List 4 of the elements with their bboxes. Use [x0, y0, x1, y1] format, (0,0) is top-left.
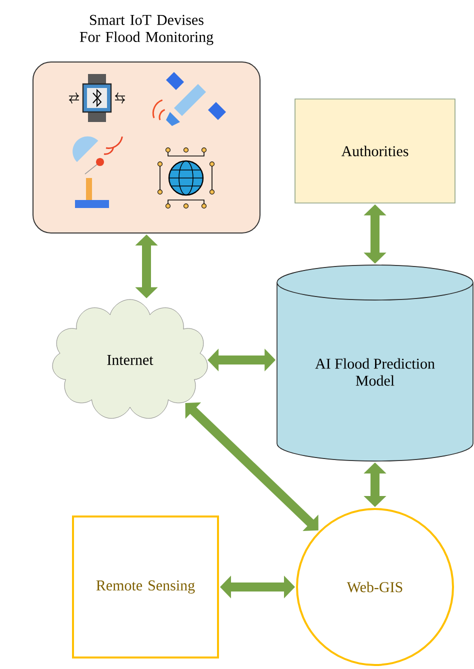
process-box: Authorities: [294, 98, 456, 204]
process-box: Remote Sensing: [72, 516, 219, 658]
panel-heading: Smart IoT Devises For Flood Monitoring: [80, 14, 214, 46]
database-cylinder: AI Flood Prediction Model: [276, 264, 474, 462]
